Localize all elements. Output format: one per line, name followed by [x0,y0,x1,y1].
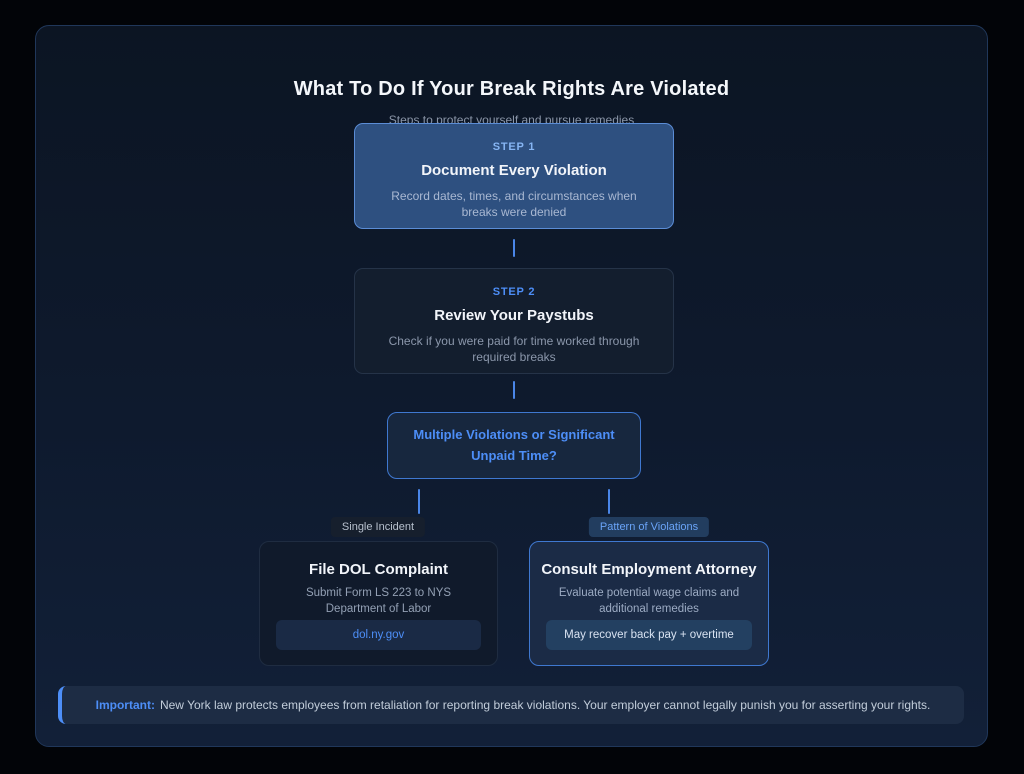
step-2-description: Check if you were paid for time worked t… [388,334,640,365]
important-note-text: New York law protects employees from ret… [159,698,931,712]
step-1-description: Record dates, times, and circumstances w… [391,189,637,220]
outcome-card-dol-complaint: File DOL Complaint Submit Form LS 223 to… [259,541,498,666]
outcome-card-attorney: Consult Employment Attorney Evaluate pot… [529,541,769,666]
step-2-label: STEP 2 [492,286,536,298]
flowchart-panel: What To Do If Your Break Rights Are Viol… [35,25,988,747]
step-1-title: Document Every Violation [421,162,607,179]
outcome-attorney-description: Evaluate potential wage claims and addit… [558,587,740,615]
page-title: What To Do If Your Break Rights Are Viol… [293,78,730,100]
step-1-label: STEP 1 [492,141,536,153]
decision-box: Multiple Violations or Significant Unpai… [387,412,641,479]
outcome-dol-title: File DOL Complaint [309,561,448,578]
connector-step1-step2 [513,239,515,257]
outcome-attorney-title: Consult Employment Attorney [541,561,757,578]
step-2-title: Review Your Paystubs [434,307,594,324]
decision-question: Multiple Violations or Significant Unpai… [413,427,615,463]
step-2-card: STEP 2 Review Your Paystubs Check if you… [354,268,674,374]
outcome-dol-description: Submit Form LS 223 to NYS Department of … [305,587,452,615]
back-pay-note-pill: May recover back pay + overtime [546,620,752,650]
important-note-label: Important: [95,698,155,712]
branch-line-pattern [608,489,610,514]
dol-ny-gov-link[interactable]: dol.ny.gov [276,620,481,650]
branch-label-pattern-of-violations: Pattern of Violations [588,517,710,537]
connector-step2-decision [513,381,515,399]
branch-label-single-incident: Single Incident [330,517,426,537]
step-1-card: STEP 1 Document Every Violation Record d… [354,123,674,229]
branch-line-single-incident [418,489,420,514]
important-note-bar: Important: New York law protects employe… [58,686,964,724]
